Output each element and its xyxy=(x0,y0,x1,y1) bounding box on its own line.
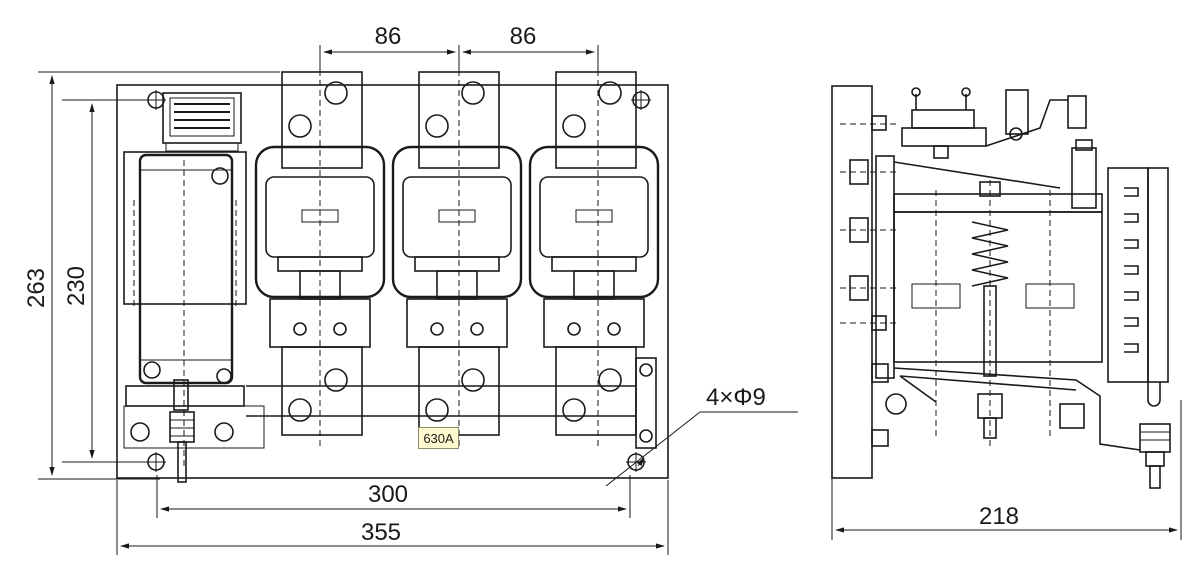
hole-callout-label: 4×Φ9 xyxy=(706,384,766,411)
base-plate xyxy=(116,84,669,479)
dim-218-label: 218 xyxy=(979,503,1019,530)
side-lower-terminal xyxy=(1139,423,1171,489)
dim-355-label: 355 xyxy=(361,519,401,546)
side-aux-block xyxy=(1107,167,1169,407)
dim-300-label: 300 xyxy=(368,481,408,508)
terminal-block xyxy=(162,92,242,152)
coil-assembly xyxy=(123,151,265,483)
side-main-body xyxy=(875,139,1141,451)
pole-2 xyxy=(391,70,523,450)
side-plate-bolts xyxy=(840,115,907,447)
pole-3 xyxy=(528,70,660,450)
dim-86-left-label: 86 xyxy=(375,23,402,50)
side-view: 218 xyxy=(831,85,1182,540)
side-aux-contacts xyxy=(901,87,1087,159)
pole-1 xyxy=(254,70,386,450)
current-rating-badge: 630A xyxy=(418,427,459,449)
mounting-holes xyxy=(146,90,651,472)
hole-callout-leader xyxy=(605,411,701,487)
dim-230-label: 230 xyxy=(63,266,90,306)
front-view: 263 230 300 355 86 86 4×Φ9 xyxy=(23,23,798,555)
side-mounting-plate xyxy=(831,85,873,479)
dim-86-right-label: 86 xyxy=(510,23,537,50)
dim-263-label: 263 xyxy=(23,268,50,308)
